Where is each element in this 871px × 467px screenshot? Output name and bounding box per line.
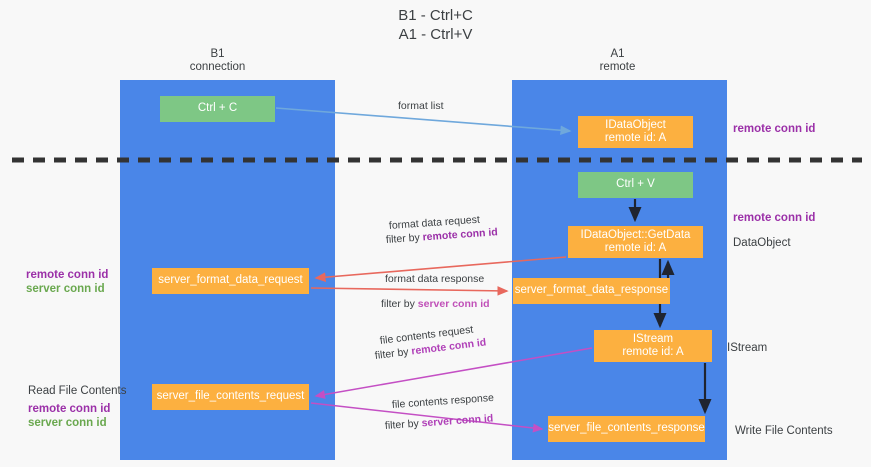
node-server-file-contents-response-label: server_file_contents_response	[548, 422, 705, 435]
node-server-format-data-response-label: server_format_data_response	[514, 284, 669, 297]
arrow-label-format-list: format list	[398, 100, 444, 112]
filter-prefix-2: filter by	[381, 298, 418, 310]
lane-header-a1: A1 remote	[545, 48, 690, 74]
annotation-dataobject: DataObject	[733, 237, 791, 249]
filter-server-conn-id-2: server conn id	[421, 412, 494, 430]
arrow-label-file-contents-response-filter: filter by server conn id	[385, 412, 494, 433]
annotation-read-file-contents: Read File Contents	[28, 385, 127, 397]
node-idataobject-remoteid: remote id: A	[604, 132, 667, 144]
lane-header-a1-name: A1	[610, 48, 625, 60]
node-getdata-title: IDataObject::GetData	[580, 228, 691, 241]
lane-header-b1: B1 connection	[145, 48, 290, 74]
annotation-left-server-conn-id-2: server conn id	[28, 417, 107, 429]
node-istream-remoteid: remote id: A	[622, 346, 684, 358]
node-server-format-data-request-label: server_format_data_request	[158, 274, 303, 287]
filter-prefix-4: filter by	[384, 417, 423, 432]
node-getdata-remoteid: remote id: A	[604, 242, 667, 254]
lane-header-b1-sub: connection	[189, 61, 246, 73]
lane-header-a1-sub: remote	[599, 61, 636, 73]
node-server-file-contents-response[interactable]: server_file_contents_response	[548, 416, 705, 442]
node-ctrl-c[interactable]: Ctrl + C	[160, 96, 275, 122]
page-title: B1 - Ctrl+C A1 - Ctrl+V	[0, 6, 871, 44]
annotation-left-conn-ids-top: remote conn id server conn id	[26, 268, 108, 296]
annotation-left-conn-ids-bottom: remote conn id server conn id	[28, 402, 110, 430]
lane-header-b1-name: B1	[210, 48, 225, 60]
node-ctrl-v[interactable]: Ctrl + V	[578, 172, 693, 198]
filter-prefix-1: filter by	[385, 231, 424, 246]
node-server-format-data-response[interactable]: server_format_data_response	[513, 278, 670, 304]
node-server-file-contents-request[interactable]: server_file_contents_request	[152, 384, 309, 410]
annotation-remote-conn-id-top: remote conn id	[733, 123, 816, 135]
arrow-label-format-data-response-filter: filter by server conn id	[381, 298, 490, 311]
node-server-format-data-request[interactable]: server_format_data_request	[152, 268, 309, 294]
title-line-1: B1 - Ctrl+C	[398, 7, 473, 24]
node-ctrl-c-label: Ctrl + C	[197, 102, 238, 115]
node-idataobject[interactable]: IDataObject remote id: A	[578, 116, 693, 148]
arrow-label-file-contents-response: file contents response	[391, 391, 495, 411]
filter-server-conn-id-1: server conn id	[417, 298, 490, 310]
node-istream-title: IStream	[632, 332, 674, 345]
title-line-2: A1 - Ctrl+V	[398, 26, 473, 43]
annotation-remote-conn-id-mid: remote conn id	[733, 212, 816, 224]
node-server-file-contents-request-label: server_file_contents_request	[156, 390, 305, 403]
annotation-istream: IStream	[727, 342, 768, 354]
node-idataobject-title: IDataObject	[605, 118, 666, 131]
annotation-left-server-conn-id: server conn id	[26, 283, 105, 295]
node-idataobject-getdata[interactable]: IDataObject::GetData remote id: A	[568, 226, 703, 258]
arrow-label-format-data-response: format data response	[385, 273, 485, 285]
node-ctrl-v-label: Ctrl + V	[616, 178, 655, 191]
annotation-left-remote-conn-id: remote conn id	[26, 269, 109, 281]
node-istream[interactable]: IStream remote id: A	[594, 330, 712, 362]
annotation-write-file-contents: Write File Contents	[735, 425, 833, 437]
annotation-left-remote-conn-id-2: remote conn id	[28, 403, 111, 415]
